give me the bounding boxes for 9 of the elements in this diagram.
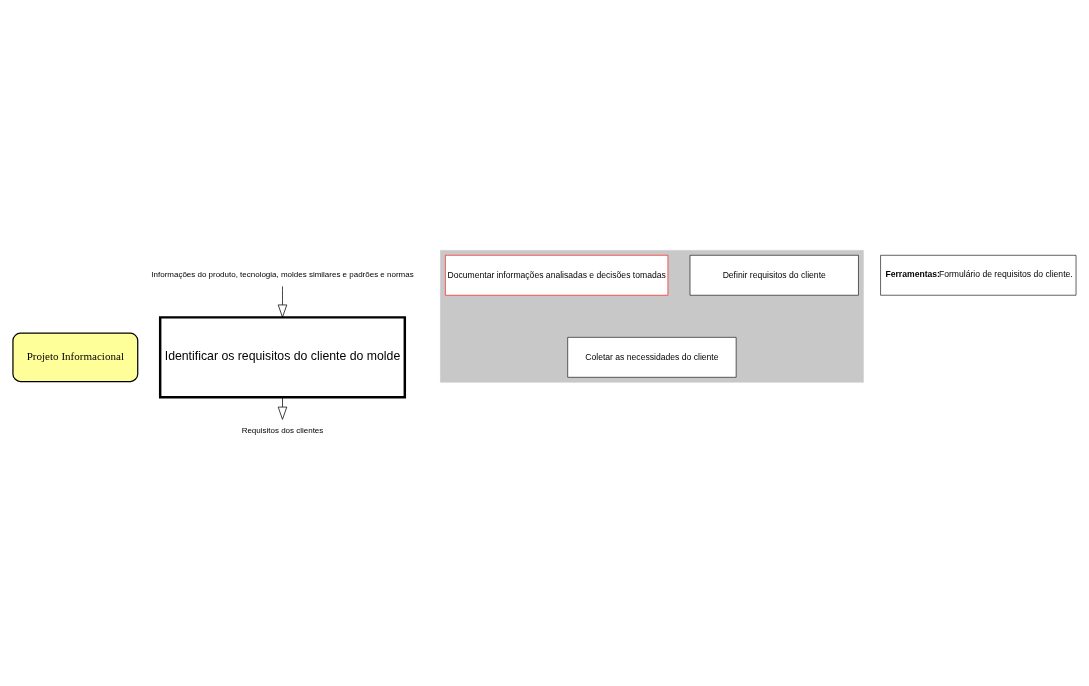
arrow [277, 285, 288, 318]
node-box: Coletar as necessidades do cliente [567, 336, 737, 378]
cluster [440, 249, 864, 383]
node-box: Definir requisitos do cliente [689, 254, 859, 296]
node-box: Documentar informações analisadas e decisões tomadas [445, 254, 669, 296]
arrow [277, 396, 288, 420]
node-box: Ferramentas:Formulário de requisitos do cliente. [880, 254, 1077, 296]
node-box: Projeto Informacional [12, 331, 139, 382]
node-box: Identificar os requisitos do cliente do molde [158, 315, 407, 398]
